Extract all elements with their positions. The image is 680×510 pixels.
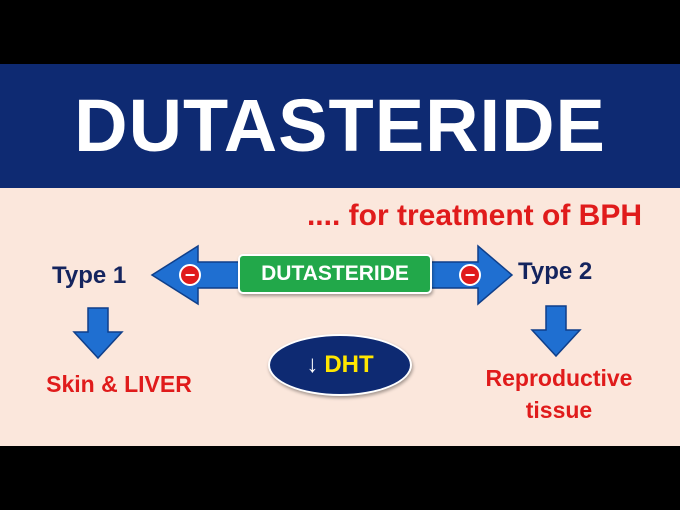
left-inhibit-symbol: −: [185, 265, 196, 285]
reproductive-line2: tissue: [525, 397, 593, 423]
right-inhibit-symbol: −: [465, 265, 476, 285]
drug-box: DUTASTERIDE: [238, 254, 432, 294]
left-inhibit-icon: −: [179, 264, 201, 286]
type2-label: Type 2: [518, 258, 593, 285]
left-down-arrow: [72, 307, 124, 360]
type1-label: Type 1: [52, 262, 127, 289]
down-arrow-icon: ↓: [306, 351, 319, 378]
diagram-arrows: − −: [72, 244, 582, 360]
dht-label: DHT: [324, 351, 374, 378]
right-inhibit-icon: −: [459, 264, 481, 286]
reproductive-tissue-label: Reproductive tissue: [464, 362, 654, 426]
skin-liver-label: Skin & LIVER: [46, 371, 192, 397]
reproductive-line1: Reproductive: [485, 365, 633, 391]
dht-oval: ↓DHT: [268, 334, 412, 396]
right-down-arrow: [530, 305, 582, 358]
slide-title: DUTASTERIDE: [74, 84, 606, 167]
slide: DUTASTERIDE .... for treatment of BPH − …: [0, 64, 680, 446]
slide-subtitle: .... for treatment of BPH: [306, 199, 642, 232]
title-banner: DUTASTERIDE: [0, 64, 680, 188]
